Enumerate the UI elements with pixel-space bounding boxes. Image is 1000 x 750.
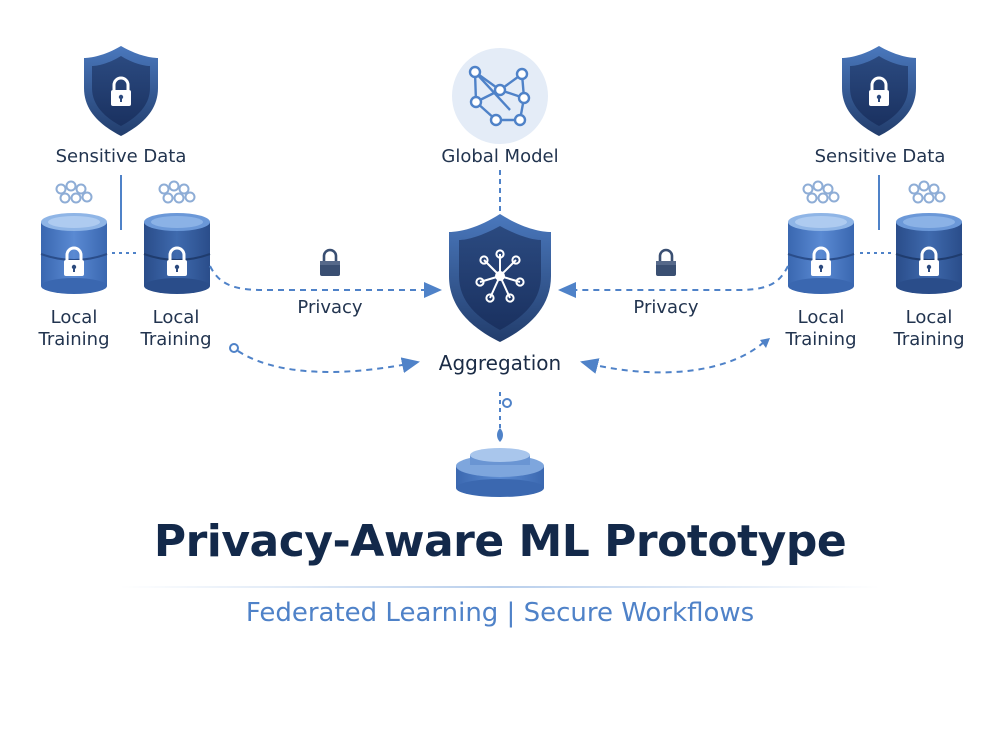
- right-a-database-icon: [787, 213, 855, 294]
- right-a-cluster-icon: [802, 180, 840, 204]
- right-a-local-training-label: Local Training: [785, 307, 857, 350]
- right-privacy-label: Privacy: [633, 297, 699, 318]
- page-subtitle: Federated Learning | Secure Workflows: [245, 598, 755, 628]
- global-model-label: Global Model: [441, 146, 559, 167]
- left-privacy-label: Privacy: [297, 297, 363, 318]
- left-b-local-training-label: Local Training: [140, 307, 212, 350]
- vertical-flow-start-icon: [502, 398, 512, 408]
- left-a-cluster-icon: [55, 180, 93, 204]
- left-aggregation-arrow: [237, 350, 420, 374]
- right-aggregation-arrowhead: [760, 338, 770, 348]
- right-aggregation-arrow: [580, 341, 765, 374]
- right-b-database-icon: [895, 213, 963, 294]
- left-a-local-training-label: Local Training: [38, 307, 110, 350]
- left-padlock-icon: [318, 248, 342, 278]
- vertical-flow-pin-icon: [497, 428, 503, 442]
- title-divider: [120, 586, 880, 588]
- right-privacy-arrow: [558, 265, 789, 298]
- network-icon: [452, 48, 548, 144]
- aggregation-label: Aggregation: [438, 351, 562, 375]
- left-sensitive-data-label: Sensitive Data: [55, 146, 187, 167]
- right-b-local-training-label: Local Training: [893, 307, 965, 350]
- base-platform-icon: [456, 448, 544, 497]
- left-b-cluster-icon: [158, 180, 196, 204]
- right-padlock-icon: [654, 248, 678, 278]
- left-shield-icon: [84, 46, 158, 136]
- right-shield-icon: [842, 46, 916, 136]
- left-flow-start-icon: [229, 343, 239, 353]
- left-a-database-icon: [40, 213, 108, 294]
- left-b-database-icon: [143, 213, 211, 294]
- right-b-cluster-icon: [908, 180, 946, 204]
- page-title: Privacy-Aware ML Prototype: [153, 516, 847, 567]
- right-sensitive-data-label: Sensitive Data: [814, 146, 946, 167]
- left-privacy-arrow: [209, 265, 442, 298]
- aggregation-shield-icon: [449, 214, 551, 342]
